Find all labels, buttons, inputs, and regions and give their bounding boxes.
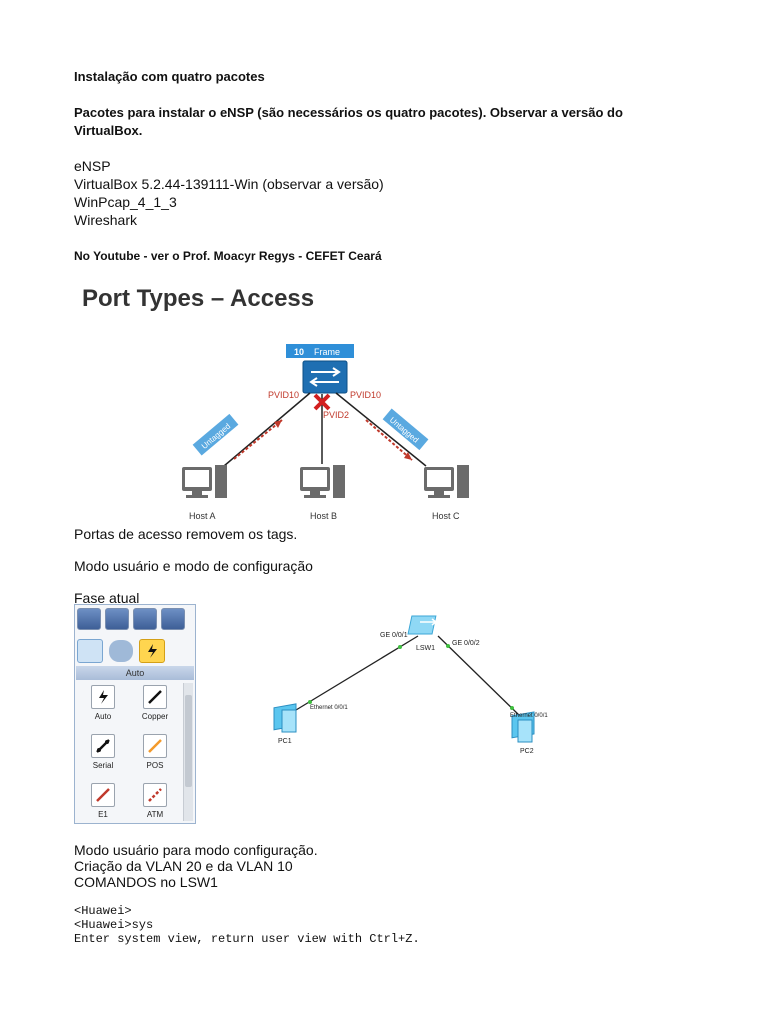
package-wireshark: Wireshark [74,212,138,228]
host-c-label: Host C [432,511,460,521]
pc2-port-label: Ethernet 0/0/1 [510,713,548,719]
pc2-label: PC2 [520,748,534,755]
host-a-icon [182,465,227,498]
arrow-left [233,419,283,460]
lsw1-icon[interactable] [407,615,438,635]
cable-pos-label: POS [146,761,164,770]
pc-icon[interactable] [77,639,103,663]
wlan-icon[interactable] [133,608,157,630]
cable-atm-label: ATM [146,810,164,819]
cable-auto[interactable]: Auto [81,685,125,721]
device-category-row [77,608,193,634]
auto-bar: Auto [76,666,194,680]
after-line-1: Modo usuário para modo configuração. [74,842,318,858]
mode-line: Modo usuário e modo de configuração [74,558,313,574]
cloud-icon[interactable] [109,640,133,662]
doc-heading: Instalação com quatro pacotes [74,69,265,84]
port-left-label: GE 0/0/1 [380,632,408,639]
packages-title-line1: Pacotes para instalar o eNSP (são necess… [74,105,623,120]
console-line-2: <Huawei>sys [74,918,154,932]
pvid-right: PVID10 [350,390,381,400]
frame-box [286,344,354,358]
pc1-port-label: Ethernet 0/0/1 [310,705,348,711]
cable-copper-label: Copper [141,712,169,721]
host-b-label: Host B [310,511,337,521]
figure-title: Port Types – Access [82,285,314,312]
cable-atm[interactable]: ATM [133,783,177,819]
youtube-note: No Youtube - ver o Prof. Moacyr Regys - … [74,249,382,263]
cable-palette: Auto Auto Copper Serial POS E1 ATM [74,604,196,824]
switch-icon [302,360,348,394]
pc2-icon[interactable] [511,711,535,743]
cable-serial[interactable]: Serial [81,734,125,770]
cable-serial-label: Serial [92,761,114,770]
package-ensp: eNSP [74,158,111,174]
package-winpcap: WinPcap_4_1_3 [74,194,177,210]
port-right-label: GE 0/0/2 [452,640,480,647]
lsw1-label: LSW1 [416,645,435,652]
frame-vlan: 10 [294,347,304,357]
host-c-icon [424,465,469,498]
after-line-3: COMANDOS no LSW1 [74,874,218,890]
blocked-x-icon [313,393,331,411]
console-line-1: <Huawei> [74,904,132,918]
secondary-category-row [77,638,165,664]
untagged-badge-right [382,408,429,451]
packages-title-line2: VirtualBox. [74,123,143,138]
pvid-left: PVID10 [268,390,299,400]
console-line-3: Enter system view, return user view with… [74,932,420,946]
router-icon[interactable] [77,608,101,630]
pc1-label: PC1 [278,738,292,745]
caption-access: Portas de acesso removem os tags. [74,526,298,542]
after-line-2: Criação da VLAN 20 e da VLAN 10 [74,858,293,874]
cable-pos[interactable]: POS [133,734,177,770]
host-a-label: Host A [189,511,216,521]
pvid-mid: PVID2 [323,410,349,420]
cable-category-icon[interactable] [139,639,165,663]
package-virtualbox: VirtualBox 5.2.44-139111-Win (observar a… [74,176,384,192]
link-pc1 [295,635,419,711]
link-pc2 [437,635,523,719]
switch-category-icon[interactable] [105,608,129,630]
cable-auto-label: Auto [94,712,112,721]
scroll-thumb[interactable] [185,695,192,787]
cable-copper[interactable]: Copper [133,685,177,721]
firewall-icon[interactable] [161,608,185,630]
pc1-icon[interactable] [273,703,297,733]
arrow-right [365,419,413,461]
frame-label: Frame [314,347,340,357]
cable-e1-label: E1 [98,810,108,819]
phase-label: Fase atual [74,590,140,606]
access-port-figure: Port Types – Access 10 Frame PVID10 PVID… [82,285,469,521]
palette-scrollbar[interactable] [183,683,193,821]
cable-e1[interactable]: E1 [81,783,125,819]
host-b-icon [300,465,345,498]
untagged-badge-left [192,413,239,456]
topology-diagram: LSW1 GE 0/0/1 GE 0/0/2 PC1 Ethernet 0/0/… [273,615,548,755]
